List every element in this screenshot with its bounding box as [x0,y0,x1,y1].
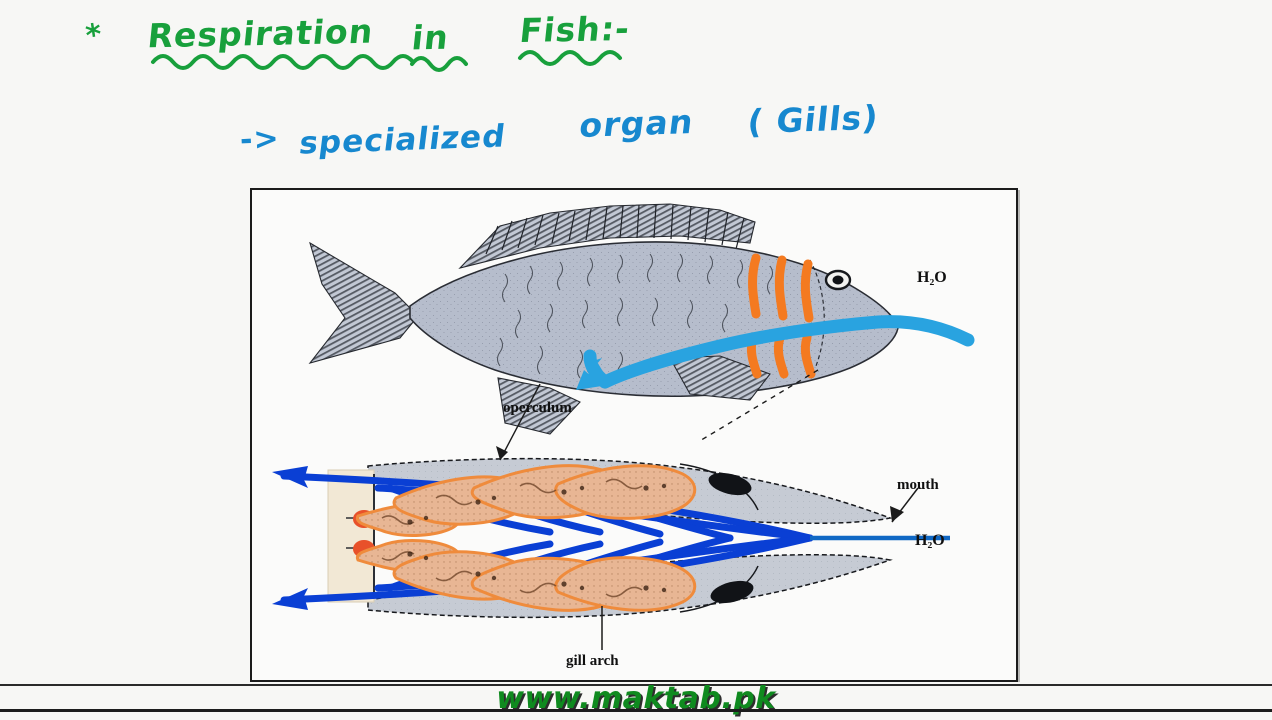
gill-filament [554,464,697,520]
upper-jaw-eye-spot [708,472,752,496]
gill-filaments-upper [355,464,697,537]
lower-jaw-eye-spot [710,580,754,604]
gill-filaments-lower [355,539,697,612]
water-exit-arrow-lower [272,588,308,610]
subtitle-word-gills: ( Gills) [745,97,881,142]
scale-marks [496,253,774,381]
subtitle-word-specialized: specialized [297,118,508,162]
title-word-in: in [409,17,451,58]
label-h2o-mouth: H₂O [915,532,945,549]
underline-fish [518,50,622,66]
operculum-outline [809,259,825,367]
gill-filament [554,556,697,612]
pelvic-fin [497,377,581,435]
title-word-respiration: Respiration [145,11,376,56]
upper-fish-illustration [308,203,975,443]
label-mouth: mouth [897,477,939,493]
filament-dots [407,483,667,525]
operculum-leader-lower [499,383,541,461]
caudal-fin [308,241,419,364]
subtitle-word-organ: organ [577,102,697,145]
water-flow-arrowhead-2 [576,370,602,390]
mouth-leader-arrowhead [890,506,904,522]
footer-divider-bottom [0,709,1272,712]
underline-respiration [151,54,415,70]
operculum-block [327,469,375,603]
footer-divider-top [0,684,1272,686]
label-gill-arch: gill arch [566,653,619,669]
operculum-leader-arrowhead [496,446,508,460]
label-operculum: operculum [503,400,572,416]
water-exit-arrow-upper [272,466,308,488]
footer-band [0,682,1272,720]
lower-gill-section [272,383,950,650]
water-flow-arrow [598,315,975,389]
title-word-fish: Fish:- [517,9,633,50]
fish-pupil [832,275,844,285]
fish-body [409,241,899,398]
label-h2o-upper: H₂O [917,269,947,286]
pectoral-fin [669,355,771,401]
dorsal-fin [458,203,756,269]
underline-in [410,56,468,72]
filament-dots [407,551,667,593]
dorsal-fin-rays [485,204,745,255]
subtitle-arrow-marker: -> [239,120,281,159]
fish-respiration-diagram [272,203,975,650]
operculum-leader-upper [697,369,819,443]
water-exit-arrows [272,466,308,610]
title-asterisk: * [83,17,106,54]
